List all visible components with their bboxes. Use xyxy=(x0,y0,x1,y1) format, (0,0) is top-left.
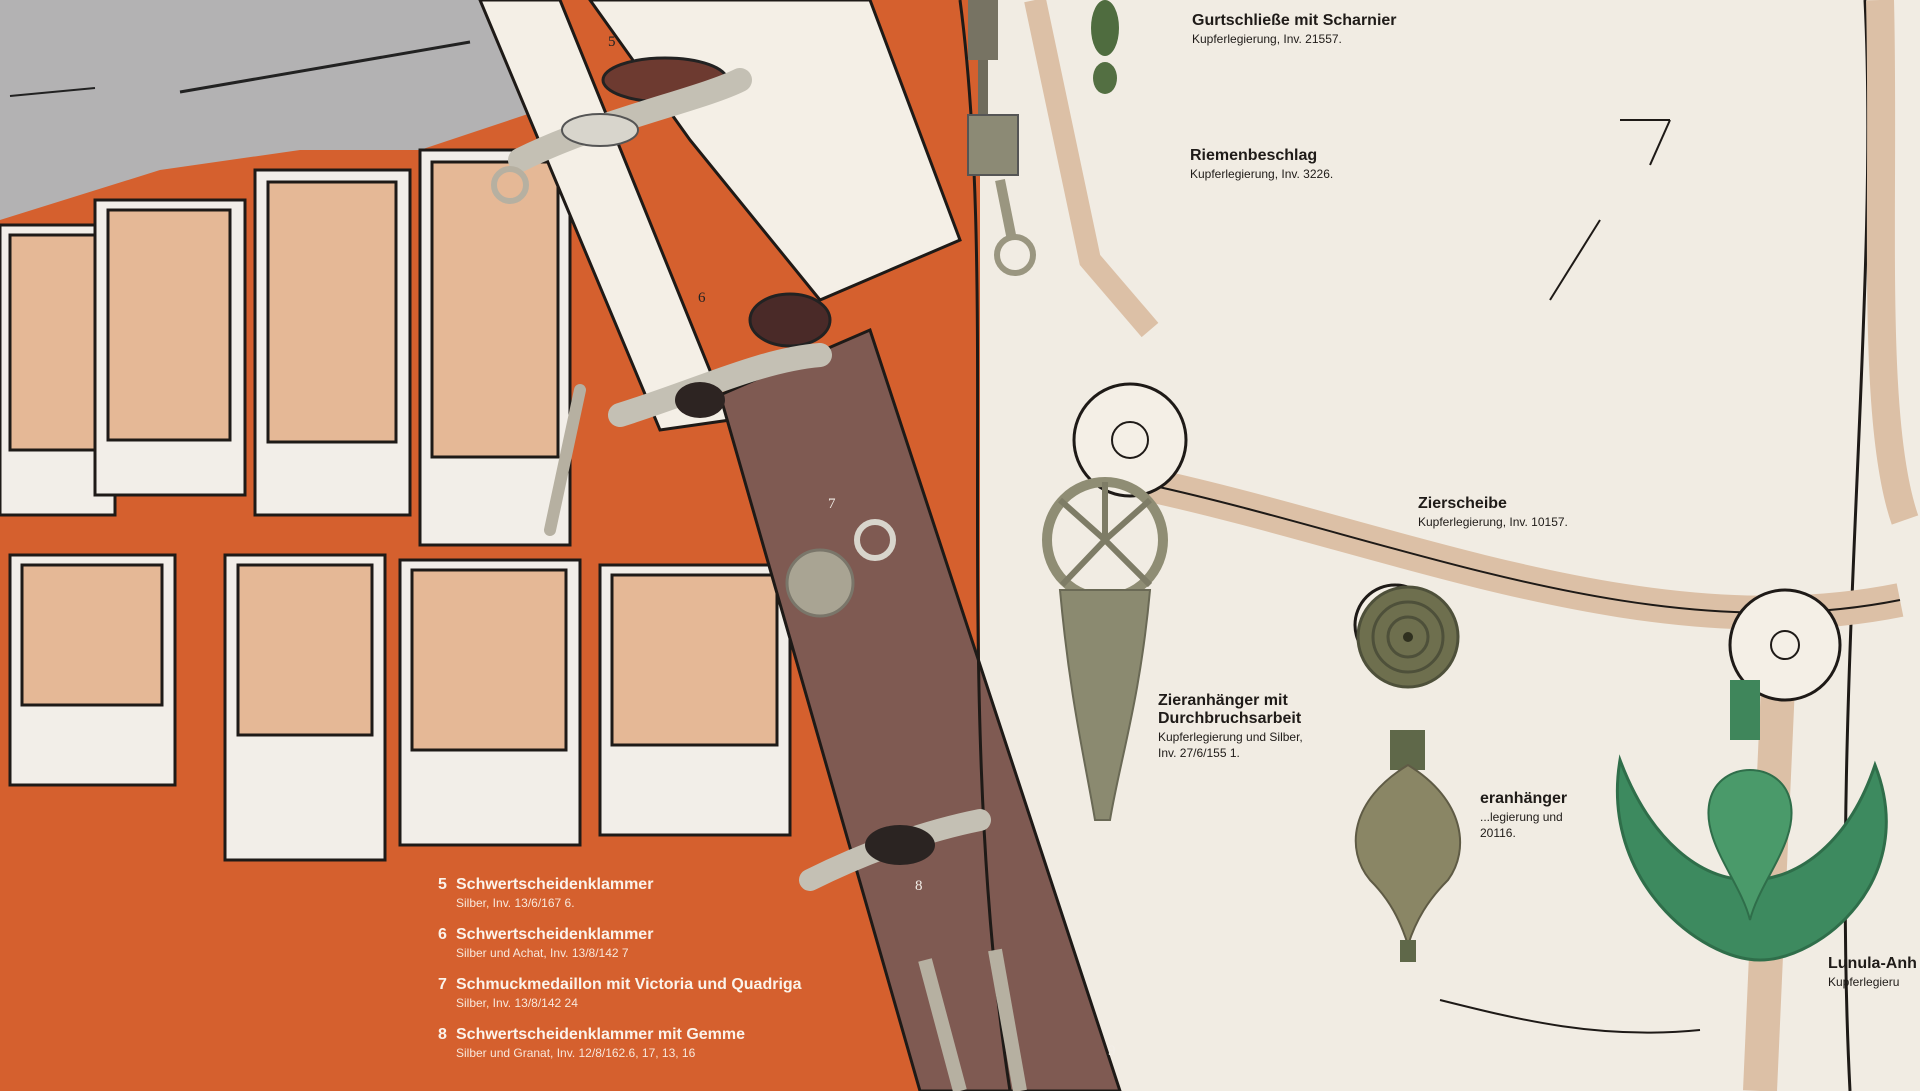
body-strap xyxy=(1024,0,1159,338)
legend-row: 6 Schwertscheidenklammer Silber und Achat… xyxy=(438,926,802,960)
scabbard-clasp-6 xyxy=(544,292,832,536)
scabbard-clasp-5 xyxy=(491,56,752,204)
label-sub: Kupferlegierung und Silber, xyxy=(1158,730,1303,744)
item-number: 7 xyxy=(828,496,836,512)
item-number: 9 xyxy=(1108,1043,1116,1059)
openwork-pendant xyxy=(1042,477,1168,821)
legend-number: 6 xyxy=(438,926,447,943)
label-anhaenger: eranhänger ...legierung und 20116. xyxy=(1480,790,1567,840)
legend-sub: Silber, Inv. 13/6/167 6. xyxy=(456,896,575,910)
sketch-line xyxy=(1649,119,1671,166)
legend-title: Schwertscheidenklammer xyxy=(456,926,654,943)
label-gurtschliesse: Gurtschließe mit Scharnier Kupferlegieru… xyxy=(1192,12,1397,46)
pteruges-upper xyxy=(0,148,572,547)
label-title: Zieranhänger mit xyxy=(1158,692,1288,709)
label-title-2: Durchbruchsarbeit xyxy=(1158,710,1302,727)
legend-sub: Silber, Inv. 13/8/142 24 xyxy=(456,996,578,1010)
label-riemenbeschlag: Riemenbeschlag Kupferlegierung, Inv. 322… xyxy=(1190,147,1333,181)
chape-9 xyxy=(918,948,1027,1091)
label-title: Riemenbeschlag xyxy=(1190,147,1318,164)
legend-title: Schmuckmedaillon mit Victoria und Quadri… xyxy=(456,976,802,993)
label-sub: Kupferlegieru xyxy=(1828,975,1900,989)
leaf-pendant xyxy=(1354,730,1461,962)
label-sub: ...legierung und xyxy=(1480,810,1563,824)
drawn-disc xyxy=(1728,588,1842,702)
label-sub: Kupferlegierung, Inv. 21557. xyxy=(1192,32,1342,46)
cloak-fold xyxy=(179,40,471,94)
item-number: 6 xyxy=(698,290,706,306)
drawn-disc xyxy=(1111,421,1149,459)
drawn-disc xyxy=(1770,630,1800,660)
cloak-fold xyxy=(9,87,96,97)
legend-row: 5 Schwertscheidenklammer Silber, Inv. 13/… xyxy=(438,876,802,910)
legend-number: 8 xyxy=(438,1026,447,1043)
legend-sub: Silber und Achat, Inv. 13/8/142 7 xyxy=(456,946,629,960)
legend-number: 5 xyxy=(438,876,447,893)
legend-title: Schwertscheidenklammer mit Gemme xyxy=(456,1026,746,1043)
legend-row: 7 Schmuckmedaillon mit Victoria und Quadr… xyxy=(438,976,802,1010)
body-strap xyxy=(1866,0,1919,525)
grey-cloak xyxy=(0,0,540,220)
legend-title: Schwertscheidenklammer xyxy=(456,876,654,893)
label-zieranhaenger: Zieranhänger mit Durchbruchsarbeit Kupfe… xyxy=(1158,692,1303,760)
label-lunula: Lunula-Anh Kupferlegieru xyxy=(1828,955,1917,989)
legend-number: 7 xyxy=(438,976,447,993)
strap-mount xyxy=(1091,0,1119,94)
zierscheibe-disc xyxy=(1356,585,1460,689)
item-number: 5 xyxy=(608,34,616,50)
label-title: Gurtschließe mit Scharnier xyxy=(1192,12,1397,29)
label-sub: Kupferlegierung, Inv. 3226. xyxy=(1190,167,1334,181)
buckle-fitting xyxy=(967,0,1036,276)
label-title: Zierscheibe xyxy=(1418,495,1507,512)
legend-sub: Silber und Granat, Inv. 12/8/162.6, 17, … xyxy=(456,1046,696,1060)
label-zierscheibe: Zierscheibe Kupferlegierung, Inv. 10157. xyxy=(1418,495,1568,529)
label-sub: Kupferlegierung, Inv. 10157. xyxy=(1418,515,1568,529)
scabbard-clasp-8 xyxy=(799,809,991,891)
pteruges-lower xyxy=(8,553,792,862)
victoria-medallion-7 xyxy=(785,519,896,618)
sketch-line xyxy=(1439,999,1701,1034)
drawn-disc xyxy=(1072,382,1188,498)
label-title: Lunula-Anh xyxy=(1828,955,1917,972)
label-sub-2: Inv. 27/6/155 1. xyxy=(1158,746,1240,760)
sketch-line xyxy=(1549,219,1601,301)
label-sub-2: 20116. xyxy=(1480,826,1516,840)
label-title: eranhänger xyxy=(1480,790,1568,807)
lunula-pendant xyxy=(1616,680,1888,962)
legend-row: 8 Schwertscheidenklammer mit Gemme Silber… xyxy=(438,1026,802,1060)
item-number: 8 xyxy=(915,878,923,894)
